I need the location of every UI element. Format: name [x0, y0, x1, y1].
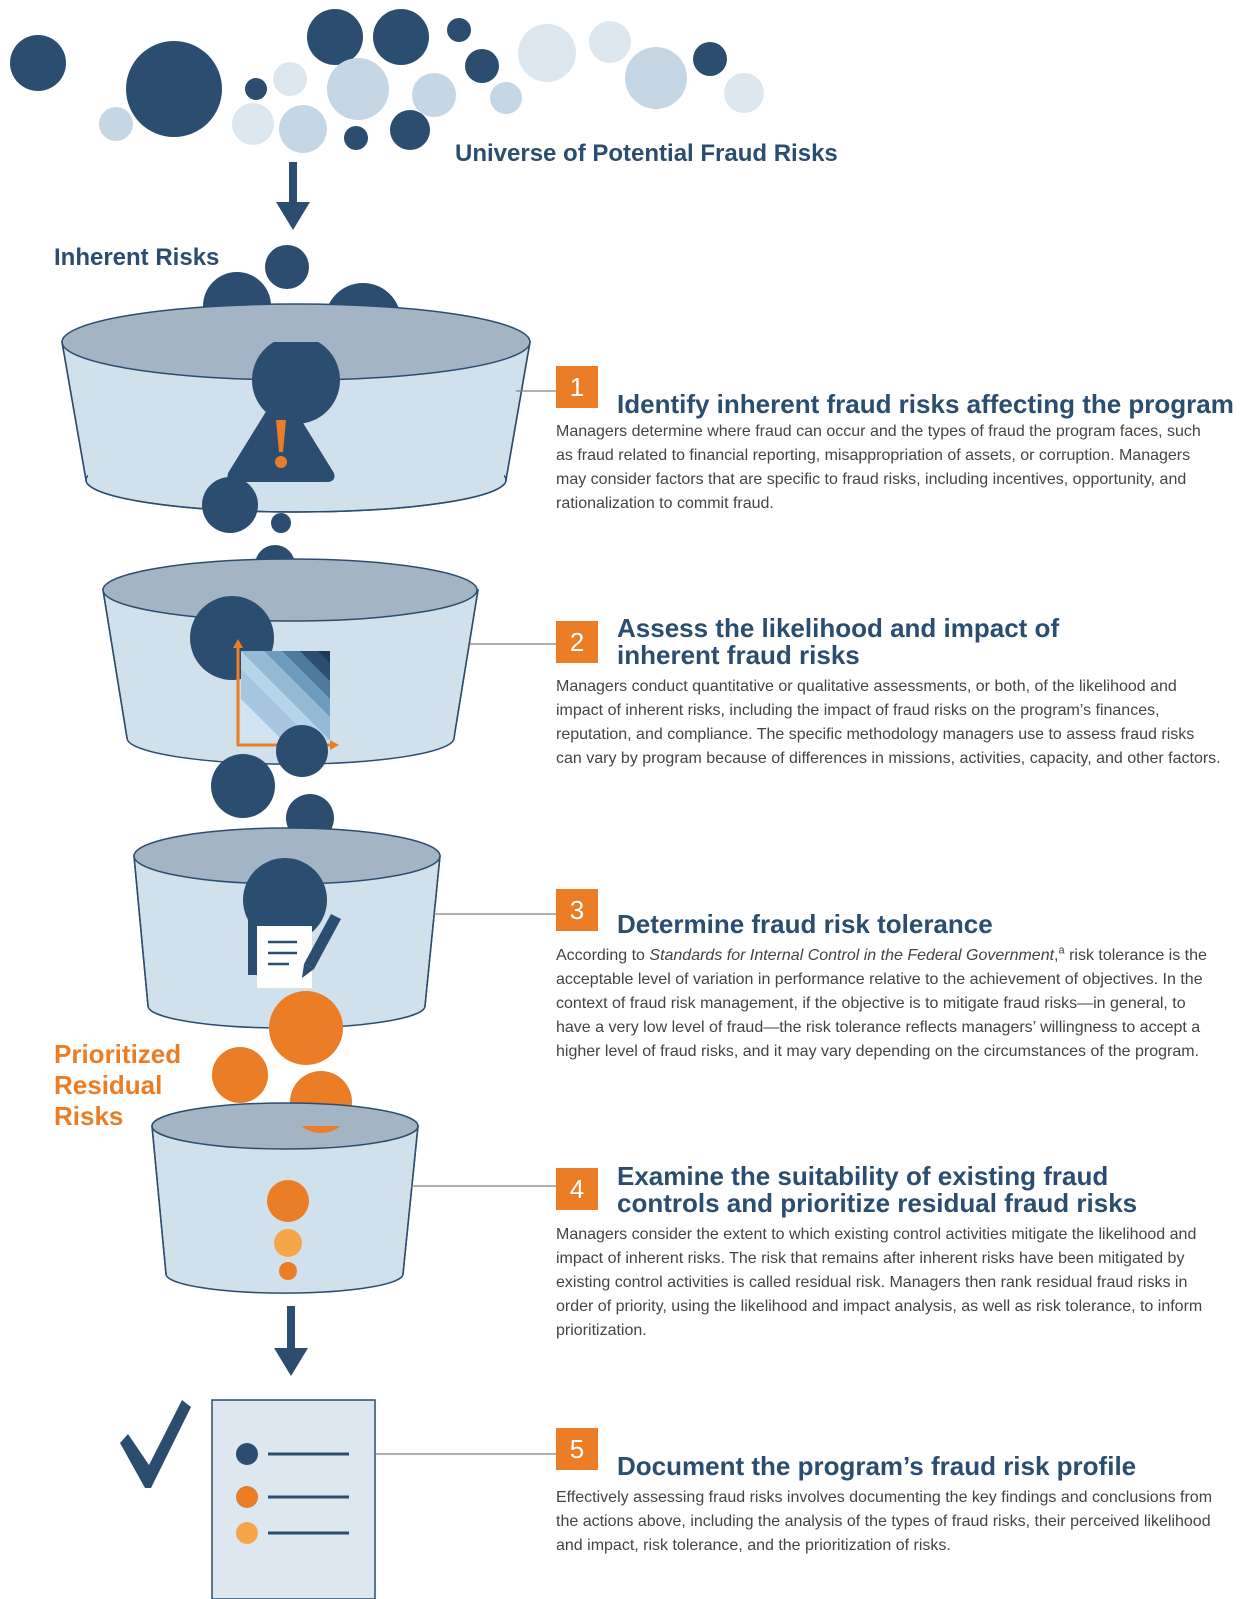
risk-circle — [447, 18, 471, 42]
inherent-risks-label: Inherent Risks — [54, 244, 220, 271]
down-arrow-icon — [274, 1306, 308, 1376]
risk-circle — [693, 42, 727, 76]
risk-circle — [490, 82, 522, 114]
step-description: Managers determine where fraud can occur… — [556, 423, 1201, 512]
prioritized-residual-risks-label: Prioritized Residual Risks — [54, 1039, 182, 1131]
step-number-badge: 1 — [556, 366, 598, 408]
step-description: Effectively assessing fraud risks involv… — [556, 1489, 1213, 1554]
step-title: Assess the likelihood and impact of inhe… — [617, 613, 1060, 670]
residual-risk-circle — [267, 1180, 309, 1222]
risk-circle — [465, 49, 499, 83]
universe-circles — [10, 9, 764, 153]
down-arrow-icon — [276, 162, 310, 230]
risk-circle — [99, 107, 133, 141]
checkmark-icon — [120, 1400, 191, 1488]
warning-icon — [227, 390, 335, 482]
risk-circle — [373, 9, 429, 65]
document-edit-icon — [248, 914, 341, 988]
risk-circle — [412, 73, 456, 117]
risk-circle — [724, 73, 764, 113]
step-title: Examine the suitability of existing frau… — [617, 1161, 1138, 1218]
risk-circle — [279, 105, 327, 153]
step-title: Document the program’s fraud risk profil… — [617, 1451, 1137, 1481]
risk-circle — [265, 245, 309, 289]
residual-risk-circle — [269, 991, 343, 1065]
risk-circle — [126, 41, 222, 137]
funnel-2 — [102, 558, 479, 765]
step-description: According to Standards for Internal Cont… — [556, 944, 1207, 1060]
risk-circle — [202, 477, 258, 533]
risk-circle — [273, 62, 307, 96]
risk-circle — [271, 513, 291, 533]
connector-lines — [375, 390, 556, 1455]
residual-risk-circle — [279, 1262, 297, 1280]
risk-circle — [390, 110, 430, 150]
risk-circle — [344, 126, 368, 150]
step-description: Managers conduct quantitative or qualita… — [556, 678, 1221, 767]
funnel-3 — [133, 827, 441, 1029]
step-number-badge: 2 — [556, 621, 598, 663]
risk-profile-document-icon — [211, 1399, 376, 1599]
risk-circle — [276, 725, 328, 777]
risk-circle — [232, 103, 274, 145]
risk-circle — [307, 9, 363, 65]
risk-circle — [589, 21, 631, 63]
step-title: Determine fraud risk tolerance — [617, 909, 993, 939]
step-number-badge: 3 — [556, 889, 598, 931]
risk-circle — [211, 754, 275, 818]
step-number-badge: 4 — [556, 1168, 598, 1210]
step-title: Identify inherent fraud risks affecting … — [617, 389, 1234, 419]
funnel-4 — [151, 1102, 419, 1294]
risk-matrix-icon — [233, 639, 339, 750]
step-description: Managers consider the extent to which ex… — [556, 1226, 1203, 1339]
funnel-1 — [61, 245, 531, 513]
step-number-badge: 5 — [556, 1428, 598, 1470]
residual-risk-circle — [274, 1229, 302, 1257]
residual-risk-circle — [212, 1047, 268, 1103]
risk-circle — [327, 58, 389, 120]
risk-circle — [518, 24, 576, 82]
risk-circle — [625, 47, 687, 109]
risk-circle — [245, 78, 267, 100]
risk-circle — [10, 35, 66, 91]
universe-label: Universe of Potential Fraud Risks — [455, 140, 838, 167]
